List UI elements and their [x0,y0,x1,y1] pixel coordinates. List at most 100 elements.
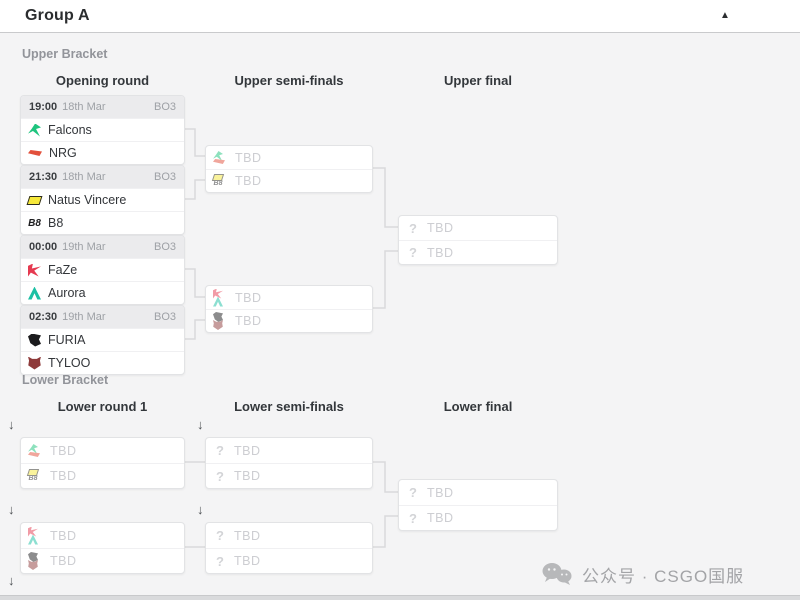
match-card-lower-semi-2[interactable]: ? TBD ? TBD [205,522,373,574]
furia-logo-icon [28,552,38,562]
match-card-lower-round1-1[interactable]: TBD B8 TBD [20,437,185,489]
match-format: BO3 [153,311,176,323]
tbd-slot[interactable]: ? TBD [206,438,372,463]
question-mark-icon: ? [216,553,224,569]
collapse-caret-icon[interactable]: ▲ [720,10,730,21]
match-card-lower-semi-1[interactable]: ? TBD ? TBD [205,437,373,489]
column-header-lower-final: Lower final [443,399,513,414]
tbd-slot[interactable]: B8 TBD [206,169,372,192]
match-card-opening-3[interactable]: 00:00 19th Mar BO3 FaZe Aurora [20,235,185,305]
group-header-bar: Group A ▲ [0,0,800,33]
tbd-slot[interactable]: TBD [206,146,372,169]
falcons-logo-icon [28,444,38,454]
nrg-logo-icon [28,150,42,156]
team-row-falcons[interactable]: Falcons [21,118,184,141]
lower-bracket-label: Lower Bracket [22,373,109,387]
tbd-label: TBD [235,314,262,328]
tbd-slot[interactable]: ? TBD [206,463,372,488]
tbd-label: TBD [427,485,454,500]
team-name: NRG [49,146,77,160]
team-row-furia[interactable]: FURIA [21,328,184,351]
falcons-logo-icon [213,151,223,161]
match-date: 19th Mar [62,241,106,253]
column-header-lower-semi-finals: Lower semi-finals [234,399,344,414]
tbd-label: TBD [235,290,262,305]
question-mark-icon: ? [216,528,224,543]
question-mark-icon: ? [409,510,417,526]
candidate-logos [28,526,43,545]
match-card-lower-final[interactable]: ? TBD ? TBD [398,479,558,531]
match-date: 19th Mar [62,311,106,323]
tbd-label: TBD [234,469,261,483]
column-header-upper-semi-finals: Upper semi-finals [234,73,344,88]
tyloo-logo-icon [28,560,38,570]
match-time: 21:30 [29,171,58,183]
tbd-label: TBD [234,443,261,458]
match-format: BO3 [153,171,176,183]
candidate-logos [28,444,43,457]
column-header-opening-round: Opening round [55,73,150,88]
tbd-label: TBD [50,528,77,543]
team-name: FaZe [48,263,78,277]
match-card-upper-final[interactable]: ? TBD ? TBD [398,215,558,265]
match-date: 18th Mar [62,171,106,183]
drop-to-lower-arrow-icon: ↓ [8,417,15,432]
match-card-opening-1[interactable]: 19:00 18th Mar BO3 Falcons NRG [20,95,185,165]
match-header: 21:30 18th Mar BO3 [21,166,184,188]
tbd-slot[interactable]: TBD [21,438,184,463]
furia-logo-icon [213,312,223,322]
b8-logo-icon: B8 [213,179,223,187]
faze-logo-icon [28,263,41,277]
tbd-slot[interactable]: ? TBD [206,523,372,548]
match-card-opening-4[interactable]: 02:30 19th Mar BO3 FURIA TYLOO [20,305,185,375]
falcons-logo-icon [28,123,41,137]
match-header: 19:00 18th Mar BO3 [21,96,184,118]
b8-logo-icon: B8 [28,474,38,482]
tbd-slot[interactable]: TBD [206,286,372,309]
team-row-tyloo[interactable]: TYLOO [21,351,184,374]
tbd-slot[interactable]: TBD [21,523,184,548]
question-mark-icon: ? [216,443,224,458]
tbd-slot[interactable]: ? TBD [399,216,557,240]
match-card-upper-semi-2[interactable]: TBD TBD [205,285,373,333]
tbd-slot[interactable]: ? TBD [206,548,372,573]
aurora-logo-icon [28,534,38,545]
team-name: TYLOO [48,356,91,370]
team-row-aurora[interactable]: Aurora [21,281,184,304]
match-time: 00:00 [29,241,58,253]
team-row-navi[interactable]: Natus Vincere [21,188,184,211]
candidate-logos [28,552,43,570]
tbd-slot[interactable]: TBD [206,309,372,332]
drop-to-lower-arrow-icon: ↓ [8,502,15,517]
aurora-logo-icon [213,296,223,307]
team-name: Natus Vincere [48,193,127,207]
team-row-b8[interactable]: B8 B8 [21,211,184,234]
question-mark-icon: ? [216,468,224,484]
tbd-label: TBD [427,221,454,235]
tbd-label: TBD [235,174,262,188]
match-card-lower-round1-2[interactable]: TBD TBD [20,522,185,574]
team-row-nrg[interactable]: NRG [21,141,184,164]
team-row-faze[interactable]: FaZe [21,258,184,281]
match-format: BO3 [153,241,176,253]
team-name: B8 [48,216,64,230]
tbd-slot[interactable]: B8 TBD [21,463,184,488]
match-header: 00:00 19th Mar BO3 [21,236,184,258]
match-card-upper-semi-1[interactable]: TBD B8 TBD [205,145,373,193]
tbd-slot[interactable]: ? TBD [399,480,557,505]
match-header: 02:30 19th Mar BO3 [21,306,184,328]
candidate-logos [213,151,228,164]
tbd-slot[interactable]: ? TBD [399,240,557,264]
tbd-slot[interactable]: TBD [21,548,184,573]
match-time: 02:30 [29,311,58,323]
team-name: FURIA [48,333,86,347]
candidate-logos: B8 [26,468,43,483]
tbd-slot[interactable]: ? TBD [399,505,557,530]
match-card-opening-2[interactable]: 21:30 18th Mar BO3 Natus Vincere B8 B8 [20,165,185,235]
faze-logo-icon [28,526,38,537]
tbd-label: TBD [234,528,261,543]
question-mark-icon: ? [409,245,417,260]
candidate-logos [213,288,228,307]
candidate-logos: B8 [211,173,228,188]
